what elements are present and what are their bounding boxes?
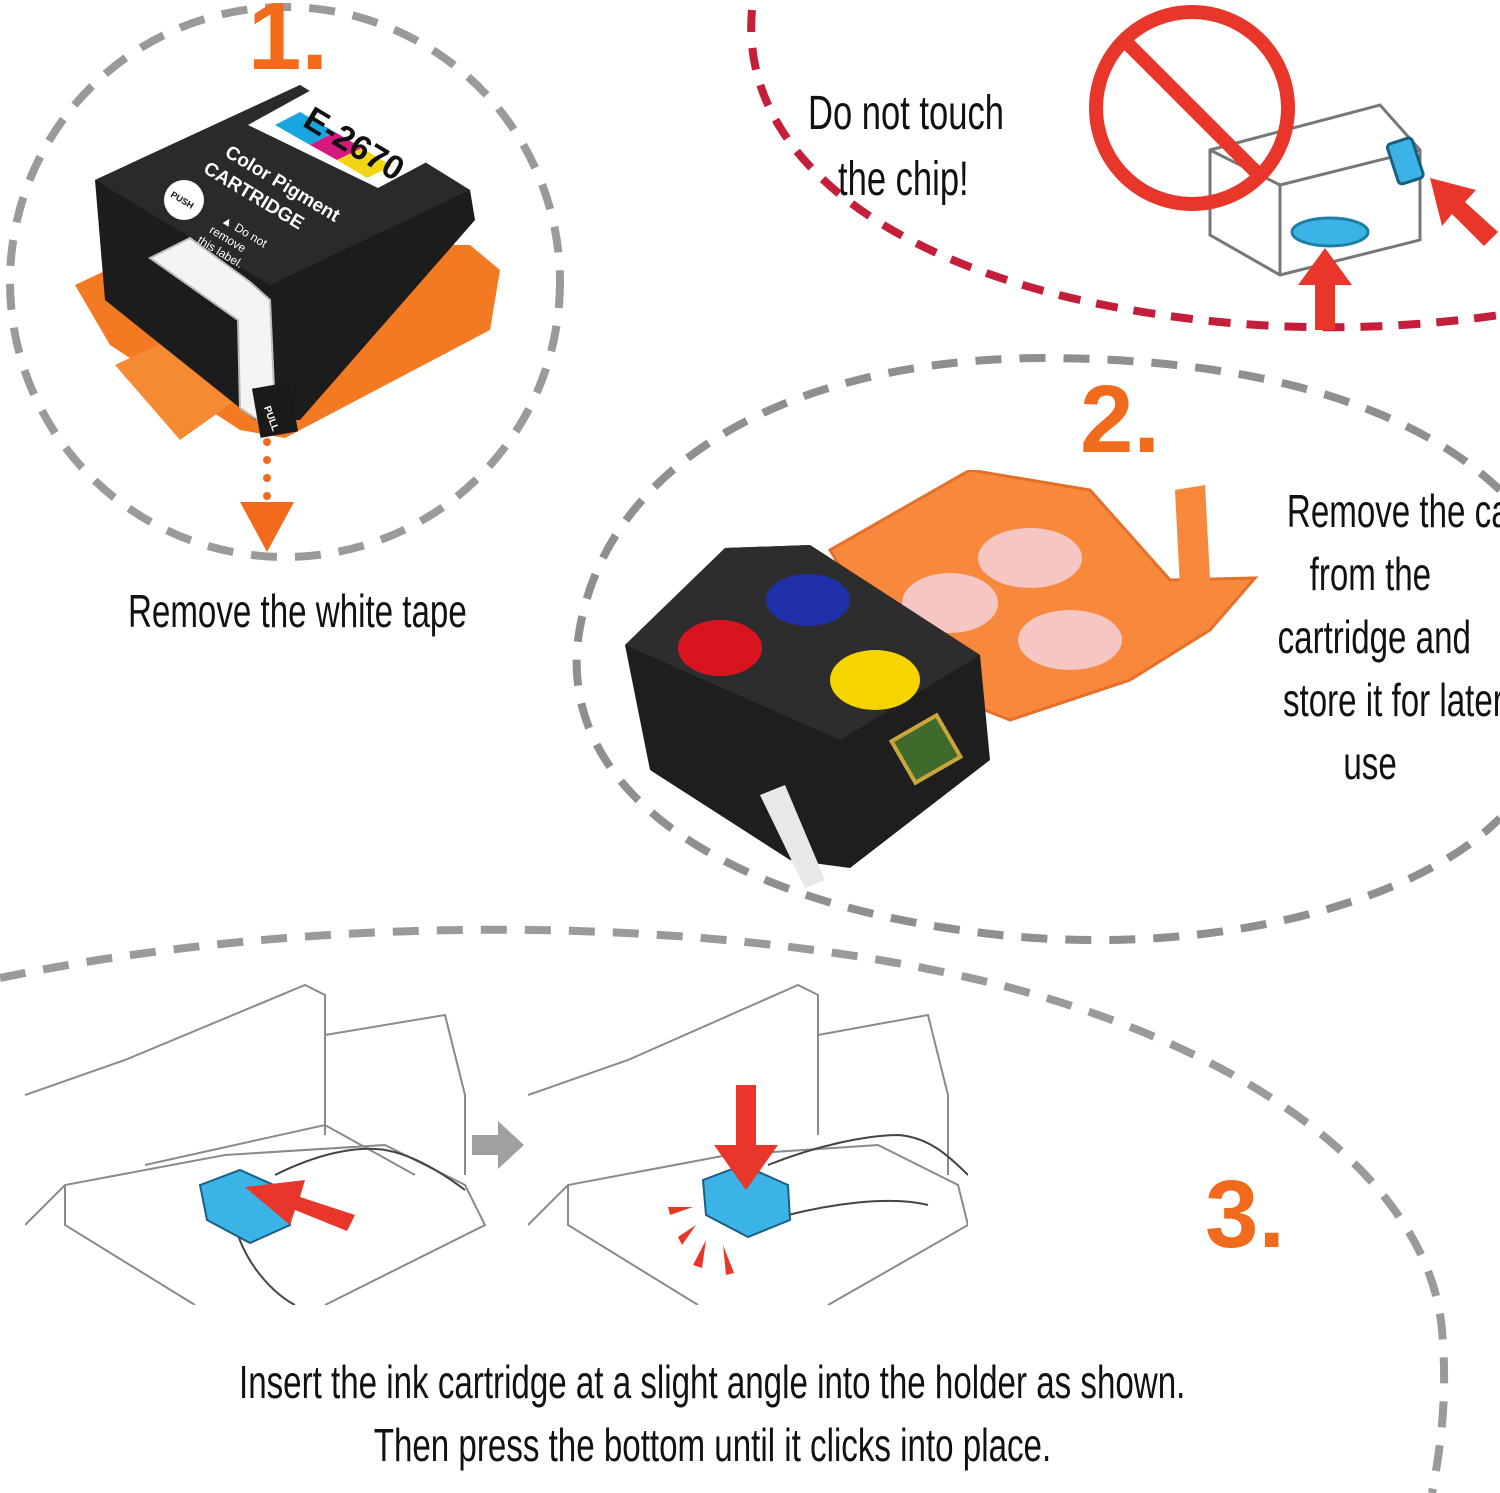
green-chip [888,712,964,786]
step1-dashed-circle [6,3,564,561]
step3-caption-line1: Insert the ink cartridge at a slight ang… [239,1356,1186,1408]
step2-white-tape [760,785,825,888]
step2-number: 2. [1080,366,1161,473]
blue-ink-port [766,574,850,626]
printer2-right-panel [817,1013,949,1175]
step3-caption-line2: Then press the bottom until it clicks in… [373,1419,1052,1471]
step2-caption-line-3: cartridge and [1277,611,1471,663]
chip-highlight [1385,136,1425,186]
label-yellow-band [337,148,392,178]
step2-cartridge-cap-illustration [625,470,1259,888]
step2-dashed-oval [572,353,1500,945]
label-cyan-band [275,112,335,145]
cap-pad-3 [1018,610,1122,670]
pull-down-arrow [240,438,294,552]
cap-pad-1 [978,528,1082,588]
cap-pad-2 [902,573,998,633]
arrow-to-chip [1430,178,1498,246]
step3-insert-illustration [25,983,487,1305]
step1-number: 1. [248,0,329,90]
arrow-up-to-port [1298,248,1352,330]
step1-caption: Remove the white tape [128,585,467,637]
printer-lid [25,983,326,1135]
ink-port-highlight [1290,216,1370,248]
step2-caption-line-5: use [1343,737,1397,789]
chip-warning-illustration [1089,5,1498,330]
step3-number: 3. [1205,1161,1286,1268]
push-button-mark [164,180,204,220]
step1-cartridge-illustration: E-2670 Color Pigment CARTRIDGE PUSH ▲ Do… [75,85,500,552]
label-magenta-band [310,132,362,160]
prohibition-slash [1119,35,1265,181]
pull-tab [251,382,299,438]
step2-caption: Remove the cap from the cartridge and st… [1240,480,1500,795]
insert-arrow-red [245,1180,355,1231]
click-burst [668,1207,734,1275]
press-arrow-red [714,1085,778,1190]
printer2-lid [528,983,819,1135]
warning-dashed-curve [747,9,1500,332]
step3-press-illustration [528,983,968,1305]
red-ink-port [678,620,762,676]
step3-dashed-curve [0,925,1449,1493]
hand2-outline [767,1133,968,1216]
printer-right-panel [324,1013,466,1175]
cap-tab [1175,485,1210,588]
step2-caption-line-4: store it for later [1282,674,1500,726]
warning-caption-line2: the chip! [838,153,969,206]
yellow-ink-port [830,650,920,710]
step2-caption-line-2: from the [1309,548,1431,600]
warning-caption-line1: Do not touch [808,87,1004,140]
prohibition-circle [1089,5,1295,211]
step-arrow-gray [472,1121,524,1169]
step2-caption-line-1: Remove the cap [1286,485,1500,537]
